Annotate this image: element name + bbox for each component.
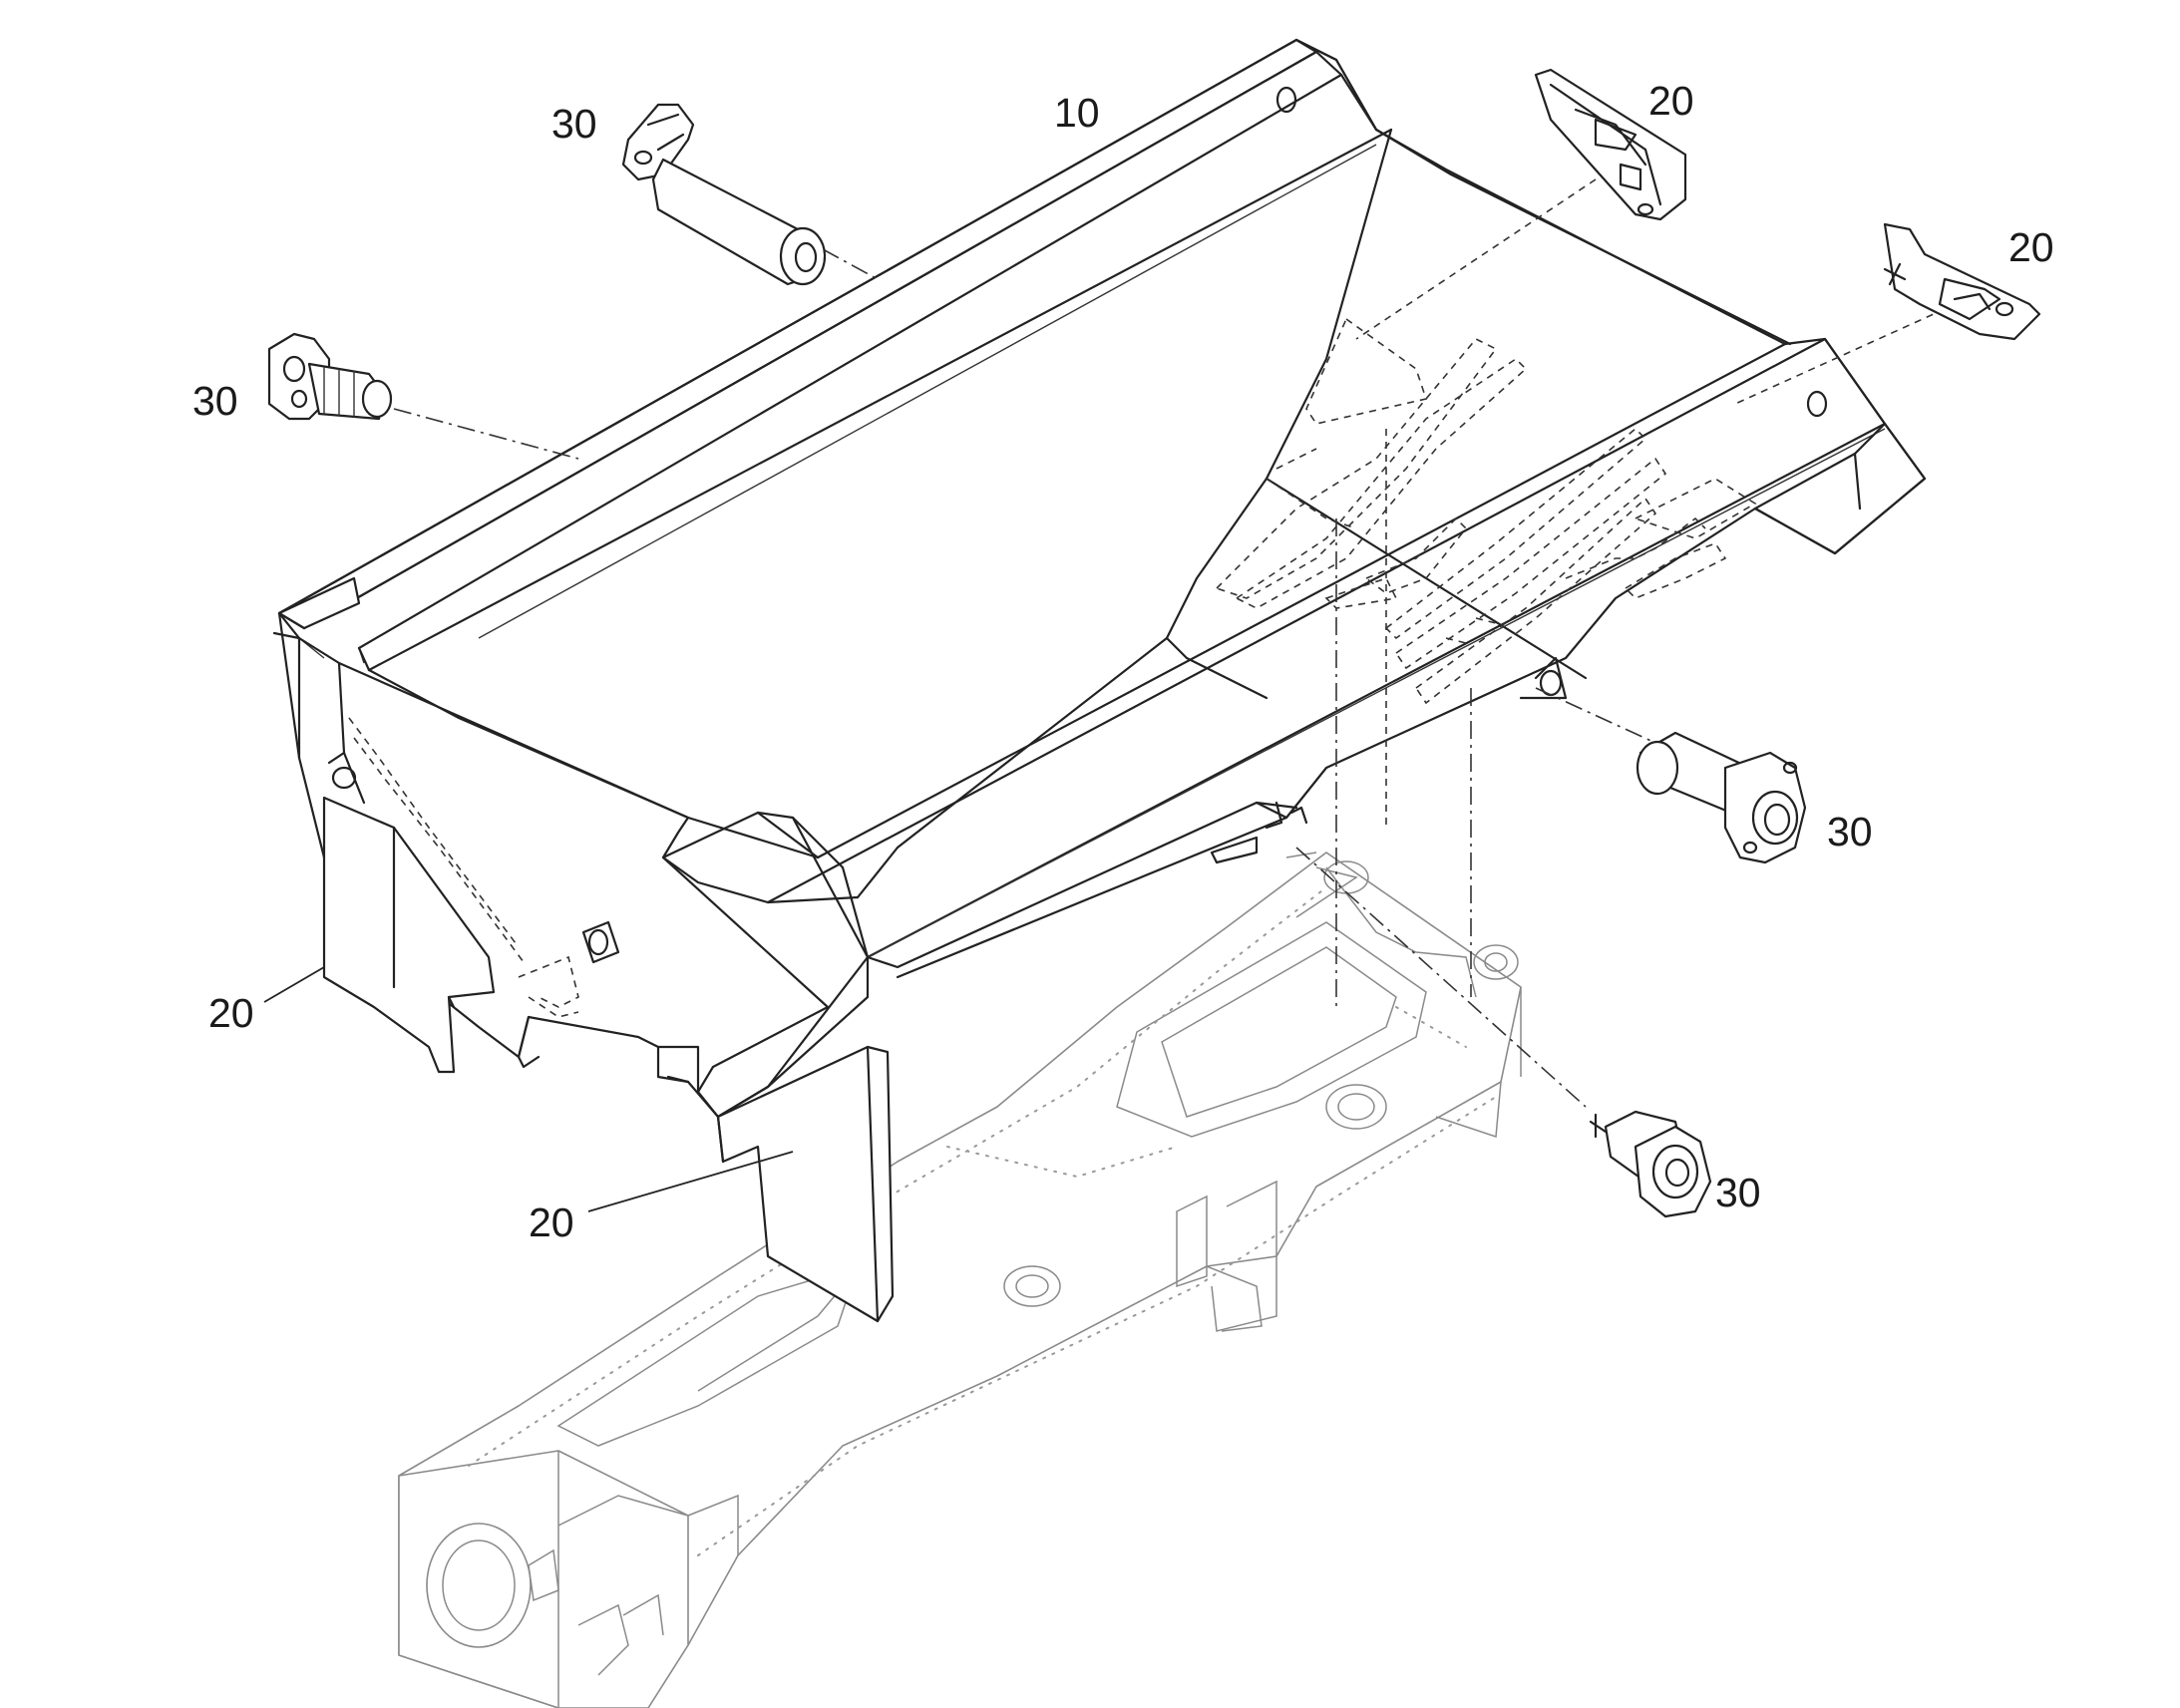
pin-30-bottom-right [1589,1110,1712,1218]
callout-30-right: 30 [1827,809,1873,854]
callout-labels: 10 20 20 20 20 30 30 30 30 [192,78,2054,1245]
mudflap-20-front [716,1045,895,1323]
dump-body [272,38,1927,1119]
pin-30-right [1635,731,1807,864]
chassis-frame [398,852,1522,1708]
pin-30-left [267,332,393,421]
callout-20-top-center: 20 [1648,78,1694,124]
leader-lines [263,966,794,1212]
callout-20-bottom: 20 [529,1199,574,1245]
callout-10: 10 [1054,90,1100,136]
hidden-reinforcements [1215,317,1757,705]
assembly-lines [393,178,1946,1108]
pin-30-top [621,103,827,286]
callout-30-left: 30 [192,378,238,424]
callout-20-left: 20 [208,990,254,1036]
bracket-20-top-center [1534,68,1687,221]
bracket-20-top-right [1883,222,2041,341]
mudflap-20-left [322,796,496,1074]
callout-20-top-right: 20 [2008,224,2054,270]
callout-30-top: 30 [551,101,597,147]
callout-30-bottom-right: 30 [1715,1170,1761,1215]
